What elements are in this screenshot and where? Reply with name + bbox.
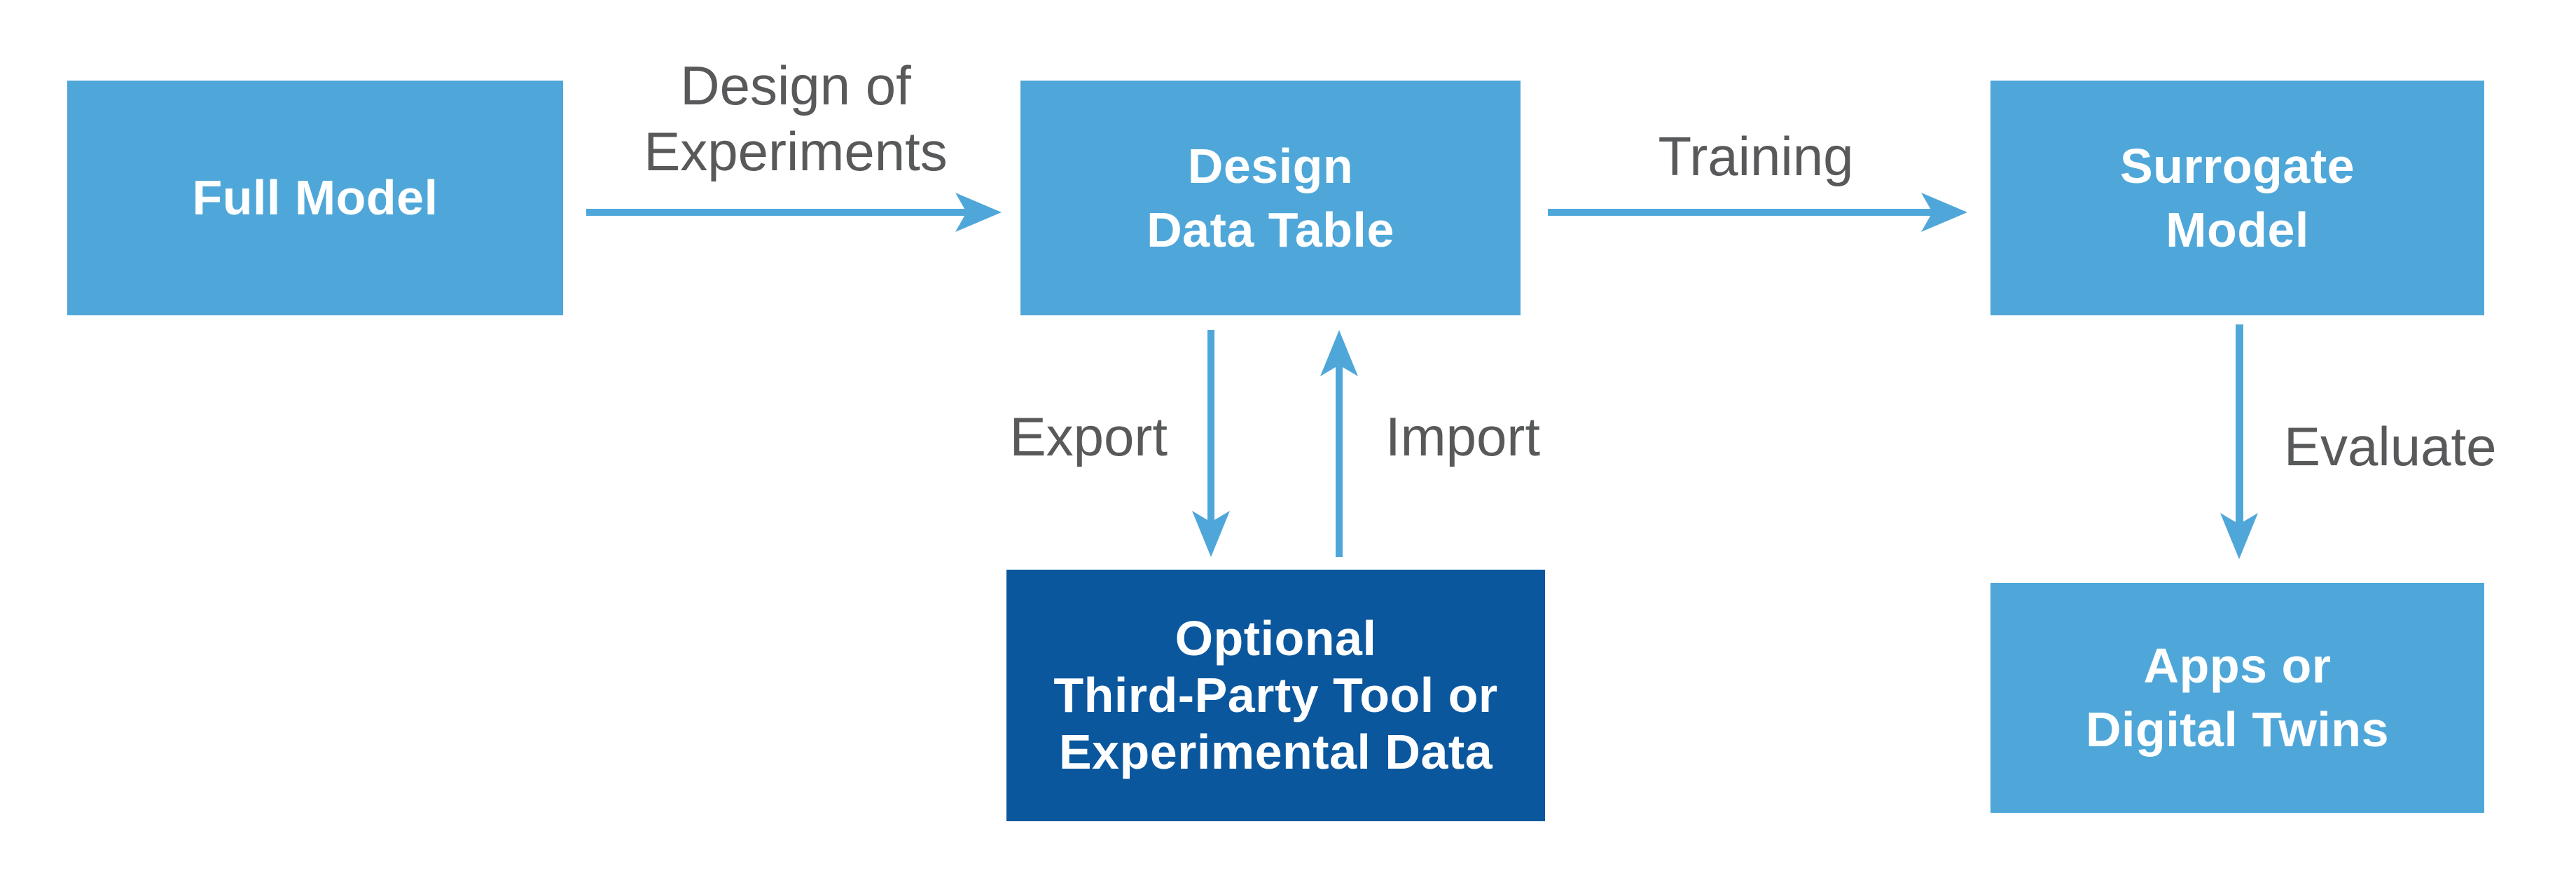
edge-label-training: Training	[1658, 125, 1854, 187]
node-third-party-line2: Third-Party Tool or	[1053, 667, 1498, 722]
edge-label-evaluate: Evaluate	[2284, 416, 2497, 477]
arrow-right-icon	[1548, 193, 1967, 232]
node-third-party-line1: Optional	[1175, 610, 1377, 666]
node-apps-digital-twins: Apps or Digital Twins	[1990, 583, 2484, 813]
node-design-data-table-line1: Design	[1187, 138, 1354, 193]
edge-label-doe-line2: Experiments	[644, 121, 948, 182]
node-surrogate-model-line1: Surrogate	[2119, 138, 2355, 193]
edge-label-export: Export	[1009, 406, 1168, 467]
node-apps-line2: Digital Twins	[2086, 702, 2389, 757]
node-third-party-tool: Optional Third-Party Tool or Experimenta…	[1006, 570, 1545, 821]
node-surrogate-model: Surrogate Model	[1990, 81, 2484, 315]
edge-label-doe-line1: Design of	[680, 55, 911, 116]
node-full-model-label: Full Model	[192, 170, 438, 225]
arrow-right-icon	[586, 193, 1002, 232]
node-design-data-table-line2: Data Table	[1147, 202, 1394, 257]
node-full-model: Full Model	[67, 81, 563, 315]
arrow-up-icon	[1320, 330, 1358, 557]
edge-label-import: Import	[1385, 406, 1541, 467]
arrow-down-icon	[2220, 324, 2258, 559]
node-third-party-line3: Experimental Data	[1058, 725, 1493, 780]
arrow-down-icon	[1192, 330, 1230, 557]
node-apps-line1: Apps or	[2143, 638, 2332, 693]
edge-label-design-of-experiments: Design of Experiments	[445, 53, 1146, 184]
node-surrogate-model-line2: Model	[2166, 202, 2309, 257]
node-design-data-table: Design Data Table	[1020, 81, 1521, 315]
